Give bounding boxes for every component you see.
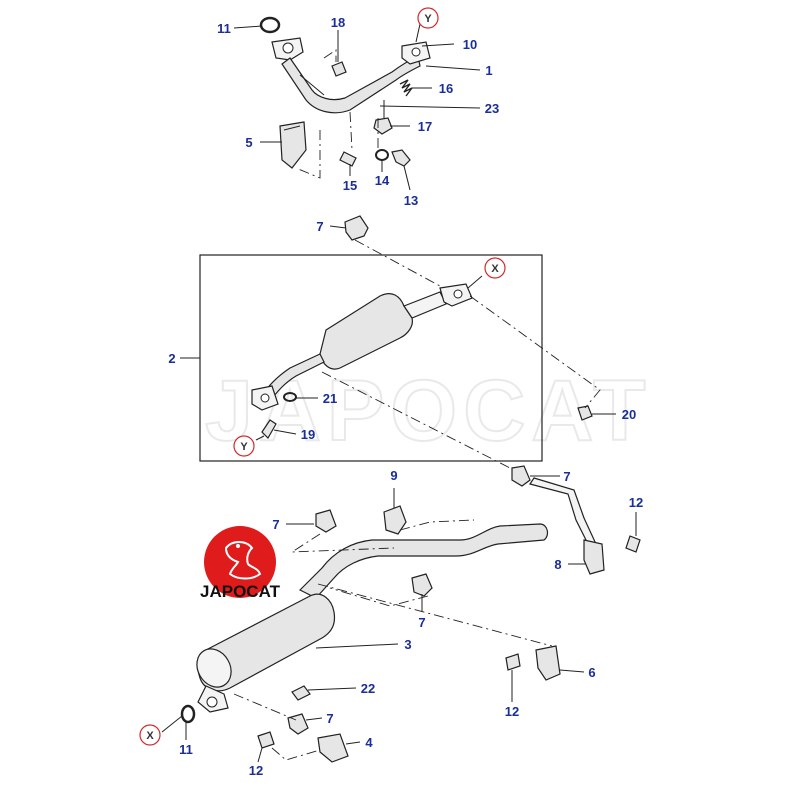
tail-pipe-bracket [583,539,605,575]
callout-label: 9 [390,468,397,483]
front-pipe-group [259,16,431,179]
callout-label: 4 [365,735,373,750]
callout-label: 23 [485,101,499,116]
japocat-logo: JAPOCAT [200,526,281,601]
bolt-12-bottom [257,731,275,749]
ref-marker-label: Y [240,441,248,453]
callout-label: 7 [418,615,425,630]
catalyst-group [251,215,601,469]
logo-text: JAPOCAT [200,582,281,601]
ref-marker-x-bottom: X [139,724,161,746]
callout-label: 7 [563,469,570,484]
bolt-13 [391,149,411,167]
callout-label: 10 [463,37,477,52]
callout-label: 15 [343,178,357,193]
callout-label: 22 [361,681,375,696]
callout-label: 7 [316,219,323,234]
callout-label: 13 [404,193,418,208]
gasket-11-bottom [180,704,196,724]
spring-16 [399,79,413,97]
callout-label: 11 [217,21,231,36]
hanger-7-mid [411,573,433,597]
ref-marker-x-mid: X [484,257,506,279]
bracket-6 [535,645,561,681]
gasket-11-top [259,16,281,34]
catalyst-converter [319,293,413,370]
callout-label: 7 [272,517,279,532]
callout-label: 20 [622,407,636,422]
callout-label: 7 [326,711,333,726]
bolt-19 [261,419,277,439]
rear-exhaust-group [180,465,641,763]
bracket-5 [279,121,307,169]
gasket-21 [283,392,297,402]
ref-marker-label: X [146,730,154,742]
callout-label: 12 [249,763,263,778]
ref-marker-y-top: Y [417,7,439,29]
nut-20 [577,405,593,421]
hanger-7-left [315,509,337,533]
hanger-7-bottom [287,713,309,735]
callout-label: 5 [245,135,252,150]
callout-label: 11 [179,742,193,757]
ref-marker-y-mid: Y [233,435,255,457]
callout-label: 8 [554,557,561,572]
nut-18 [331,61,347,77]
bolt-15 [339,151,357,167]
callout-label: 19 [301,427,315,442]
callout-label: 14 [375,173,390,188]
callout-label: 1 [485,63,492,78]
bracket-4 [317,733,349,763]
callout-label: 12 [505,704,519,719]
hanger-7-right [511,465,531,487]
callout-label: 2 [168,351,175,366]
bolt-22 [291,685,311,701]
front-pipe-1 [281,55,421,114]
bolt-12-mid [505,653,521,671]
intermediate-pipe [298,523,549,599]
callout-label: 21 [323,391,337,406]
callout-label: 3 [404,637,411,652]
callout-label: 16 [439,81,453,96]
washer-14 [375,149,389,161]
bolt-12-right [625,535,641,553]
hanger-9 [383,505,407,535]
callout-label: 12 [629,495,643,510]
ref-marker-label: Y [424,13,432,25]
callout-label: 17 [418,119,432,134]
callout-labels: 11 18 10 1 16 23 17 5 15 14 13 7 2 21 20… [168,15,643,778]
leader-lines [161,23,637,763]
ref-marker-label: X [491,263,499,275]
callout-label: 18 [331,15,345,30]
nut-17 [373,117,393,135]
hanger-7-top [344,215,369,241]
callout-label: 6 [588,665,595,680]
